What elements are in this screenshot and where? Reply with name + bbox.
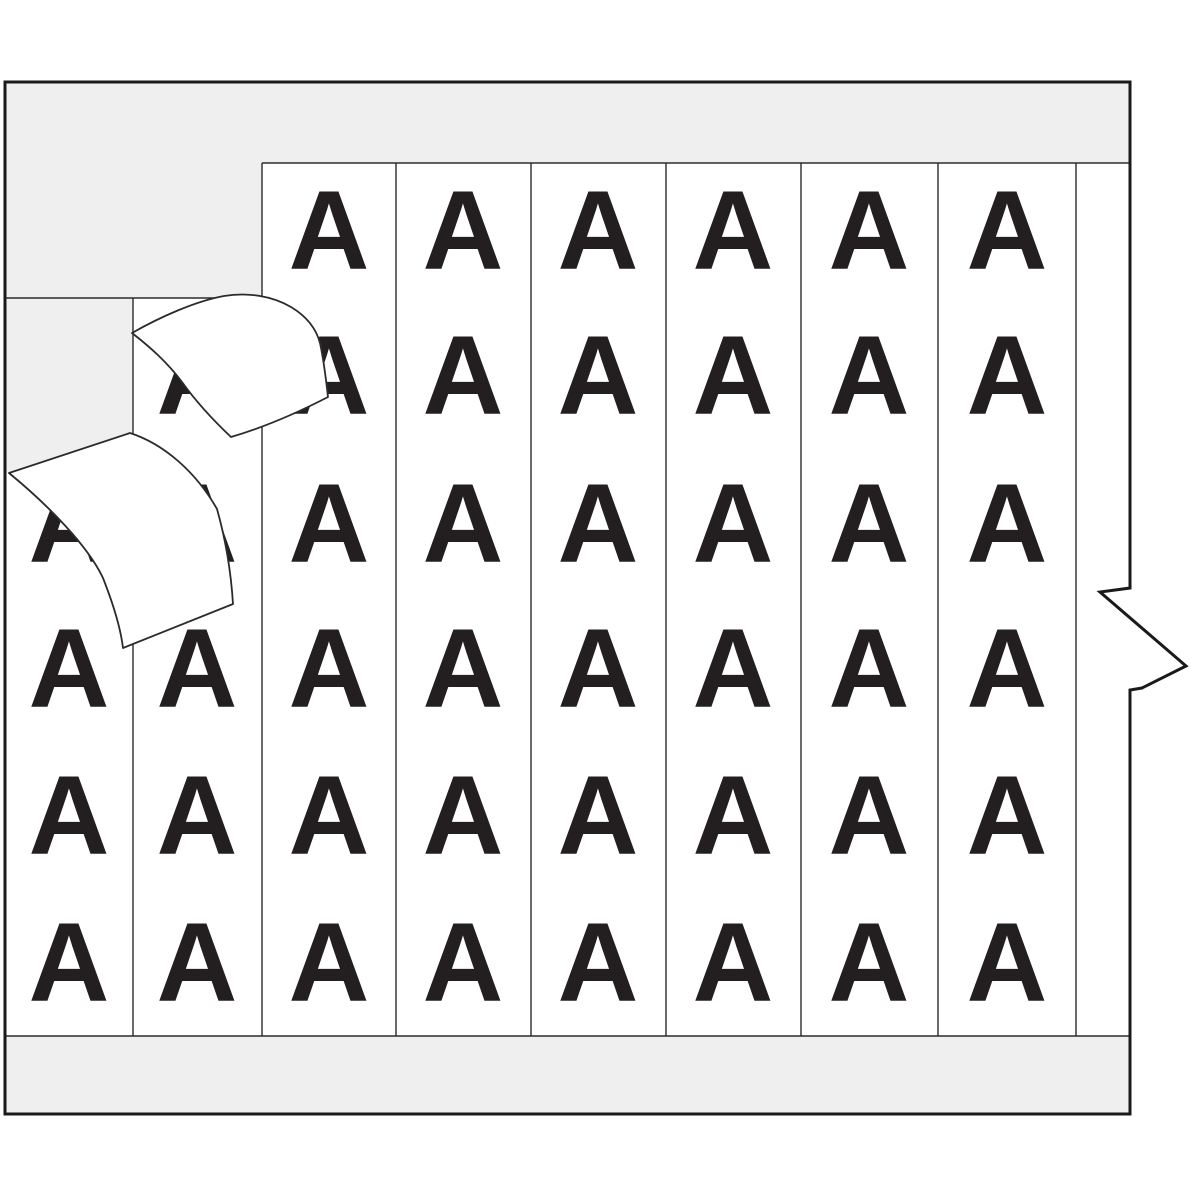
label-letter: A <box>558 753 639 878</box>
label-letter: A <box>157 900 238 1025</box>
label-letter: A <box>423 606 504 731</box>
peeled-label-lower <box>8 432 234 649</box>
label-letter: A <box>967 168 1048 293</box>
label-letter: A <box>558 606 639 731</box>
label-letter: A <box>693 461 774 586</box>
label-letter: A <box>829 753 910 878</box>
label-letter: A <box>693 753 774 878</box>
label-letter: A <box>693 606 774 731</box>
label-letter: A <box>967 753 1048 878</box>
label-letter: A <box>423 461 504 586</box>
label-letter: A <box>829 900 910 1025</box>
label-letter: A <box>558 168 639 293</box>
label-letter: A <box>558 461 639 586</box>
label-letter: A <box>693 168 774 293</box>
label-letter: A <box>967 900 1048 1025</box>
label-letter: A <box>423 313 504 438</box>
liner-column1-area <box>5 298 133 473</box>
label-letter: A <box>289 168 370 293</box>
label-letter: A <box>829 168 910 293</box>
footer-band <box>5 1036 1130 1114</box>
label-letter: A <box>558 900 639 1025</box>
label-letter: A <box>157 753 238 878</box>
label-letter: A <box>829 313 910 438</box>
label-letter: A <box>289 606 370 731</box>
label-letter: A <box>423 753 504 878</box>
label-letter: A <box>693 900 774 1025</box>
label-letter: A <box>829 461 910 586</box>
label-letter: A <box>829 606 910 731</box>
strip-divider-lines <box>5 162 1130 1037</box>
liner-corner-area <box>5 82 262 298</box>
label-letter: A <box>693 313 774 438</box>
label-letter: A <box>967 606 1048 731</box>
label-letter: A <box>289 753 370 878</box>
label-letter: A <box>289 900 370 1025</box>
label-letter: A <box>423 168 504 293</box>
label-letter: A <box>29 753 110 878</box>
label-letter: A <box>29 606 110 731</box>
label-letter: A <box>558 313 639 438</box>
label-letter: A <box>423 900 504 1025</box>
label-letter: A <box>967 313 1048 438</box>
label-letter: A <box>29 900 110 1025</box>
label-letter: A <box>967 461 1048 586</box>
peeled-label-upper <box>131 293 329 438</box>
card-outline <box>3 80 1189 1116</box>
letter-grid: AAAAAAAAAAAAAAAAAAAAAAAAAAAAAAAAAAAAAAAA… <box>29 168 1048 1025</box>
label-letter: A <box>289 461 370 586</box>
